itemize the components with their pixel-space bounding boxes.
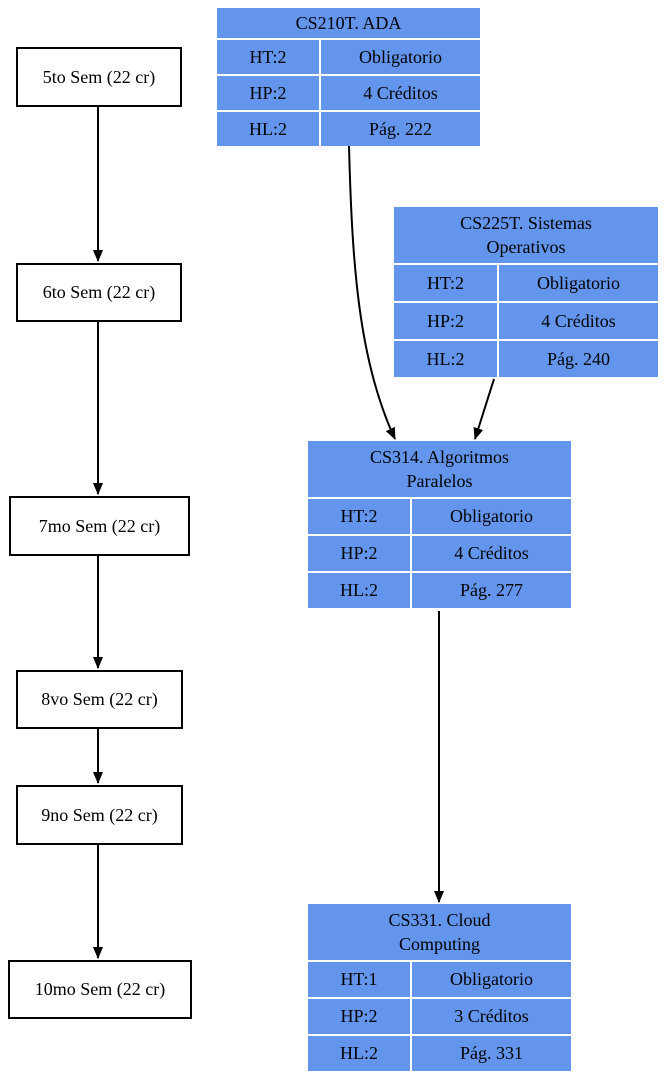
hours-lab: HL:2 [217, 112, 321, 146]
hours-theory: HT:2 [308, 499, 412, 534]
course-node-cs331: CS331. Cloud Computing HT:1 Obligatorio H… [308, 904, 571, 1071]
course-page: Pág. 240 [547, 348, 610, 369]
course-row-ht: HT:2 Obligatorio [308, 497, 571, 534]
semester-node-6: 6to Sem (22 cr) [16, 263, 182, 322]
course-node-cs314: CS314. Algoritmos Paralelos HT:2 Obligato… [308, 441, 571, 608]
semester-node-10: 10mo Sem (22 cr) [8, 960, 192, 1019]
course-page: Pág. 222 [369, 118, 432, 139]
edge-cs210t-cs314 [348, 145, 396, 440]
hours-practice: HP:2 [308, 536, 412, 571]
course-type: Obligatorio [450, 506, 533, 526]
semester-node-9: 9no Sem (22 cr) [16, 785, 183, 845]
course-credits: 4 Créditos [454, 543, 529, 563]
course-title: CS314. Algoritmos Paralelos [369, 447, 510, 491]
course-credits: 3 Créditos [454, 1006, 529, 1026]
hours-lab: HL:2 [308, 573, 412, 608]
semester-label: 10mo Sem (22 cr) [34, 979, 166, 999]
course-row-hl: HL:2 Pág. 331 [308, 1034, 571, 1071]
edge-cs225t-cs314 [473, 378, 495, 440]
course-row-ht: HT:2 Obligatorio [394, 263, 658, 301]
course-page: Pág. 331 [460, 1043, 523, 1063]
hours-practice: HP:2 [308, 999, 412, 1034]
course-row-ht: HT:1 Obligatorio [308, 960, 571, 997]
course-row-hp: HP:2 4 Créditos [308, 534, 571, 571]
course-row-hl: HL:2 Pág. 277 [308, 571, 571, 608]
hours-lab: HL:2 [394, 341, 499, 377]
semester-node-8: 8vo Sem (22 cr) [16, 670, 183, 729]
course-row-ht: HT:2 Obligatorio [217, 38, 480, 74]
course-type: Obligatorio [359, 46, 442, 67]
course-row-hp: HP:2 4 Créditos [217, 74, 480, 110]
course-title: CS331. Cloud Computing [388, 910, 491, 954]
semester-label: 8vo Sem (22 cr) [41, 689, 158, 709]
semester-label: 7mo Sem (22 cr) [38, 515, 161, 536]
course-row-hl: HL:2 Pág. 222 [217, 110, 480, 146]
semester-label: 6to Sem (22 cr) [42, 282, 156, 302]
semester-node-7: 7mo Sem (22 cr) [9, 496, 190, 556]
hours-practice: HP:2 [217, 76, 321, 110]
semester-label: 9no Sem (22 cr) [41, 804, 158, 825]
hours-practice: HP:2 [394, 303, 499, 339]
course-row-hp: HP:2 3 Créditos [308, 997, 571, 1034]
course-row-hp: HP:2 4 Créditos [394, 301, 658, 339]
hours-theory: HT:1 [308, 962, 412, 997]
hours-theory: HT:2 [394, 265, 499, 301]
course-type: Obligatorio [450, 969, 533, 989]
course-credits: 4 Créditos [541, 310, 616, 331]
course-title: CS225T. Sistemas Operativos [460, 213, 592, 257]
course-title: CS210T. ADA [295, 13, 402, 33]
course-type: Obligatorio [537, 272, 620, 293]
hours-lab: HL:2 [308, 1036, 412, 1071]
course-node-cs225t: CS225T. Sistemas Operativos HT:2 Obligato… [394, 207, 658, 377]
semester-node-5: 5to Sem (22 cr) [16, 47, 182, 107]
hours-theory: HT:2 [217, 40, 321, 74]
course-row-hl: HL:2 Pág. 240 [394, 339, 658, 377]
course-page: Pág. 277 [460, 580, 523, 600]
course-credits: 4 Créditos [363, 82, 438, 103]
semester-label: 5to Sem (22 cr) [42, 66, 156, 87]
course-node-cs210t: CS210T. ADA HT:2 Obligatorio HP:2 4 Crédit… [217, 8, 480, 146]
